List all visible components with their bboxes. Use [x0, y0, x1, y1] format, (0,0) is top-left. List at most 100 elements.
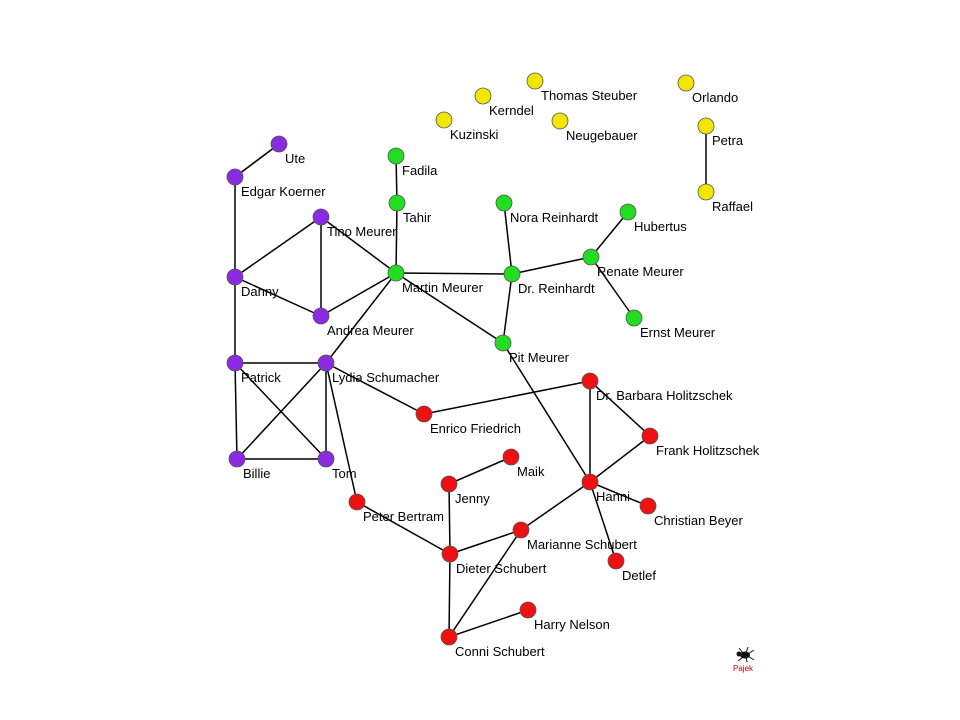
node-label-christian: Christian Beyer	[654, 513, 744, 528]
node-drreinhardt	[503, 265, 521, 283]
node-pit	[494, 334, 512, 352]
node-peter	[348, 493, 366, 511]
edge-lydia-martin	[325, 272, 397, 364]
node-label-martin: Martin Meurer	[402, 280, 484, 295]
node-maik	[502, 448, 520, 466]
node-label-andrea: Andrea Meurer	[327, 323, 414, 338]
node-label-pit: Pit Meurer	[509, 350, 570, 365]
nodes-layer	[226, 72, 715, 646]
node-label-marianne: Marianne Schubert	[527, 537, 637, 552]
node-label-danny: Danny	[241, 284, 279, 299]
edge-drreinhardt-pit	[502, 273, 513, 344]
node-label-thomas: Thomas Steuber	[541, 88, 638, 103]
node-thomas	[526, 72, 544, 90]
node-label-tom: Tom	[332, 466, 357, 481]
node-nora	[495, 194, 513, 212]
node-neugebauer	[551, 112, 569, 130]
node-label-harry: Harry Nelson	[534, 617, 610, 632]
node-harry	[519, 601, 537, 619]
node-label-petra: Petra	[712, 133, 744, 148]
node-label-orlando: Orlando	[692, 90, 738, 105]
edge-frank-hanni	[589, 435, 651, 483]
node-label-edgar: Edgar Koerner	[241, 184, 326, 199]
edges-layer	[234, 126, 707, 638]
edge-lydia-peter	[325, 362, 358, 503]
node-tahir	[388, 194, 406, 212]
edge-peter-dieter	[356, 501, 451, 555]
node-raffael	[697, 183, 715, 201]
edge-marianne-conni	[448, 529, 522, 638]
node-label-enrico: Enrico Friedrich	[430, 421, 521, 436]
watermark-label: Pajek	[733, 664, 754, 673]
edge-maik-jenny	[448, 456, 512, 485]
edge-ute-edgar	[234, 143, 280, 178]
node-label-hubertus: Hubertus	[634, 219, 687, 234]
edge-lydia-billie	[236, 362, 327, 460]
node-hanni	[581, 473, 599, 491]
edge-pit-hanni	[502, 342, 591, 483]
node-marianne	[512, 521, 530, 539]
node-renate	[582, 248, 600, 266]
edge-martin-pit	[395, 272, 504, 344]
edge-nora-drreinhardt	[503, 202, 513, 275]
node-andrea	[312, 307, 330, 325]
node-label-tino: Tino Meurer	[327, 224, 397, 239]
node-danny	[226, 268, 244, 286]
node-label-neugebauer: Neugebauer	[566, 128, 638, 143]
node-frank	[641, 427, 659, 445]
node-orlando	[677, 74, 695, 92]
edge-lydia-enrico	[325, 362, 425, 415]
node-tino	[312, 208, 330, 226]
node-christian	[639, 497, 657, 515]
node-label-patrick: Patrick	[241, 370, 281, 385]
node-label-kerndel: Kerndel	[489, 103, 534, 118]
node-detlef	[607, 552, 625, 570]
edge-patrick-billie	[234, 362, 238, 460]
node-patrick	[226, 354, 244, 372]
node-label-ute: Ute	[285, 151, 305, 166]
node-kerndel	[474, 87, 492, 105]
node-label-frank: Frank Holitzschek	[656, 443, 760, 458]
edge-andrea-martin	[320, 272, 397, 317]
node-hubertus	[619, 203, 637, 221]
node-kuzinski	[435, 111, 453, 129]
edge-tino-martin	[320, 216, 397, 274]
node-label-conni: Conni Schubert	[455, 644, 545, 659]
node-label-nora: Nora Reinhardt	[510, 210, 599, 225]
edge-tahir-martin	[395, 202, 398, 274]
node-fadila	[387, 147, 405, 165]
edge-hanni-christian	[589, 481, 649, 507]
node-label-renate: Renate Meurer	[597, 264, 684, 279]
edge-danny-andrea	[234, 276, 322, 317]
node-label-billie: Billie	[243, 466, 270, 481]
node-label-ernst: Ernst Meurer	[640, 325, 716, 340]
edge-barbara-frank	[589, 380, 651, 437]
edge-hanni-detlef	[589, 481, 617, 562]
edge-enrico-barbara	[423, 380, 591, 415]
node-lydia	[317, 354, 335, 372]
node-conni	[440, 628, 458, 646]
edge-danny-tino	[234, 216, 322, 278]
node-petra	[697, 117, 715, 135]
edge-martin-drreinhardt	[395, 272, 513, 275]
node-label-maik: Maik	[517, 464, 545, 479]
node-label-tahir: Tahir	[403, 210, 432, 225]
node-martin	[387, 264, 405, 282]
node-ernst	[625, 309, 643, 327]
edge-jenny-dieter	[448, 483, 451, 555]
node-ute	[270, 135, 288, 153]
node-label-peter: Peter Bertram	[363, 509, 444, 524]
node-label-jenny: Jenny	[455, 491, 490, 506]
pajek-watermark: Pajek	[733, 646, 755, 673]
node-tom	[317, 450, 335, 468]
node-dieter	[441, 545, 459, 563]
node-label-dieter: Dieter Schubert	[456, 561, 547, 576]
edge-renate-hubertus	[590, 211, 629, 258]
edge-dieter-marianne	[449, 529, 522, 555]
node-enrico	[415, 405, 433, 423]
node-label-hanni: Hanni	[596, 489, 630, 504]
node-label-raffael: Raffael	[712, 199, 753, 214]
node-label-fadila: Fadila	[402, 163, 438, 178]
